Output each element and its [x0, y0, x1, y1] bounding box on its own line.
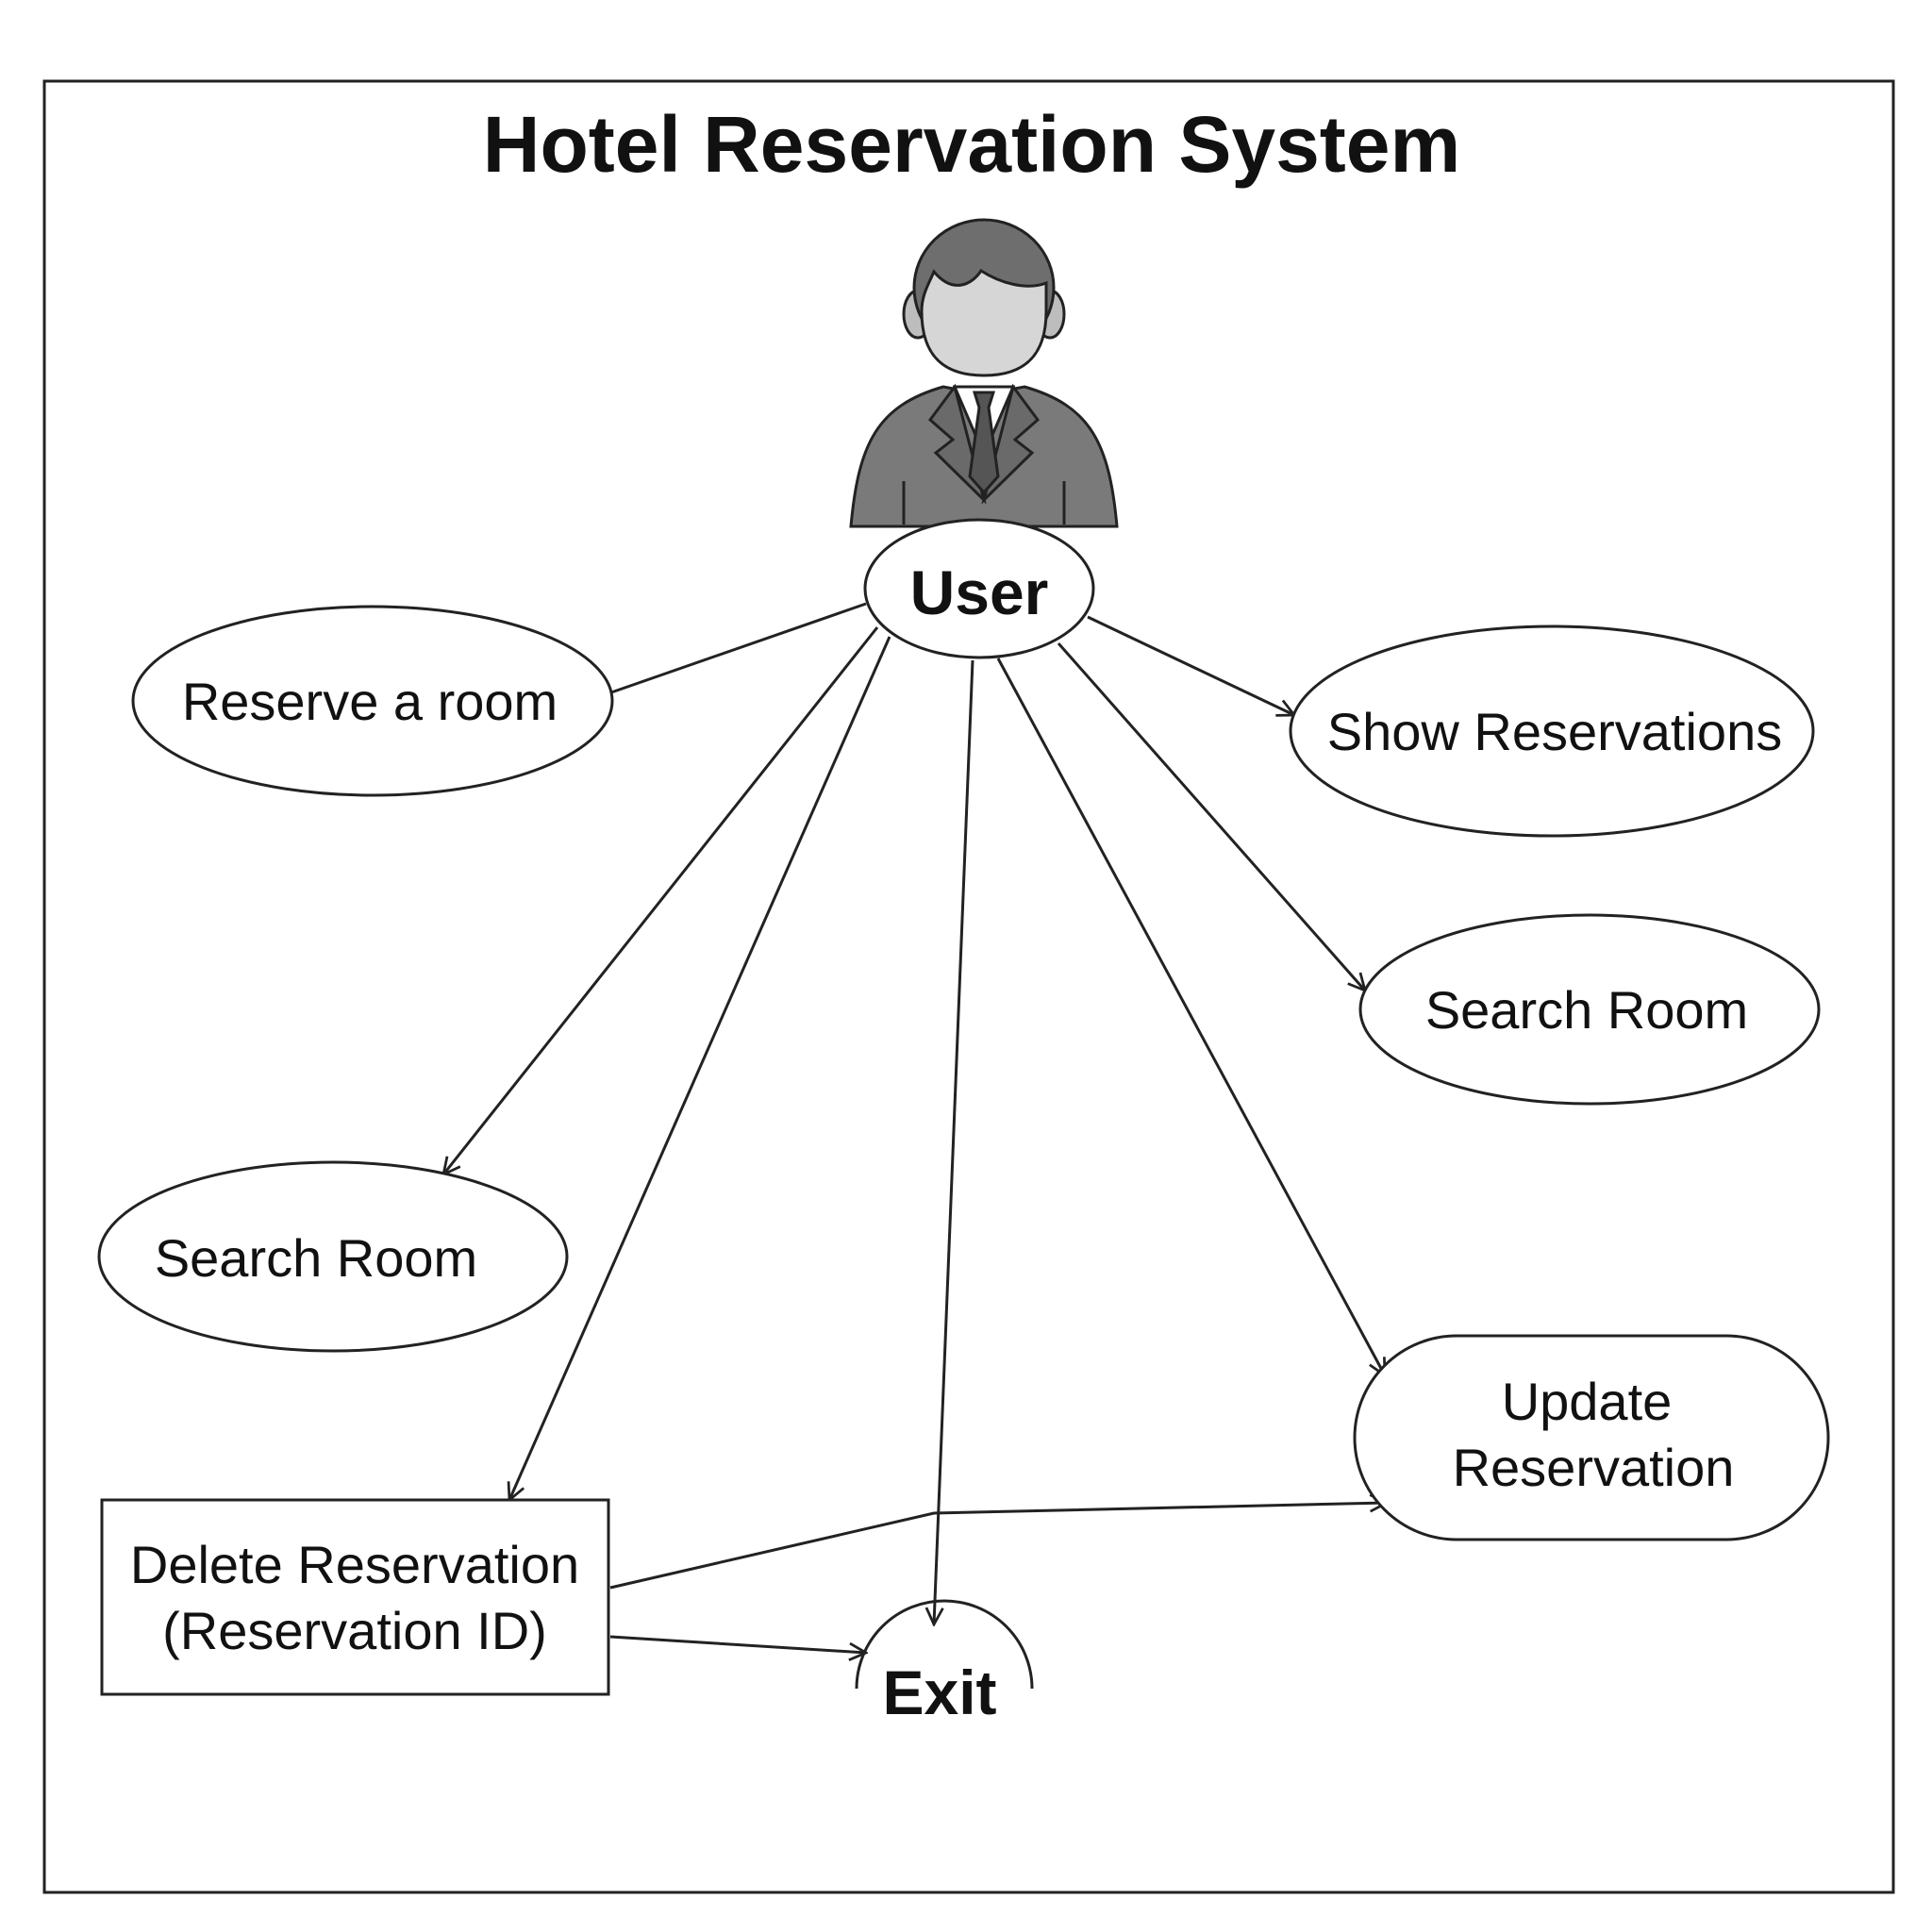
- edge-user-search-room-left: [443, 626, 879, 1174]
- use-case-label: Reserve a room: [182, 672, 558, 731]
- use-case-delete-reservation[interactable]: Delete Reservation (Reservation ID): [100, 1498, 610, 1696]
- edge-delete-to-update: [609, 1503, 1387, 1590]
- exit-node[interactable]: Exit: [855, 1599, 1034, 1727]
- actor-user[interactable]: User: [849, 218, 1119, 659]
- use-case-label: Search Room: [155, 1228, 477, 1288]
- edge-user-update-reservation: [996, 658, 1385, 1375]
- edge-delete-to-exit: [609, 1635, 866, 1653]
- edge-user-exit: [934, 659, 974, 1624]
- businessman-icon: [849, 218, 1119, 528]
- edge-user-show-reservations: [1087, 615, 1294, 715]
- use-case-label: Show Reservations: [1327, 702, 1782, 761]
- use-case-label-line1: Update: [1502, 1372, 1673, 1431]
- exit-arc: [855, 1599, 1034, 1690]
- use-case-label-line1: Delete Reservation: [130, 1535, 579, 1594]
- use-case-update-reservation[interactable]: Update Reservation: [1353, 1334, 1830, 1541]
- exit-label: Exit: [882, 1657, 996, 1727]
- use-case-search-room-right[interactable]: Search Room: [1358, 913, 1821, 1106]
- edge-user-search-room-right: [1057, 642, 1365, 991]
- edge-user-delete-reservation: [509, 636, 891, 1500]
- use-case-label-line2: Reservation: [1453, 1438, 1735, 1497]
- edges: [443, 602, 1387, 1653]
- edge-user-reserve: [610, 602, 867, 694]
- diagram-title: Hotel Reservation System: [483, 100, 1460, 189]
- use-case-show-reservations[interactable]: Show Reservations: [1289, 625, 1815, 838]
- actor-label-ellipse: [863, 518, 1095, 659]
- use-case-label-line2: (Reservation ID): [162, 1601, 547, 1660]
- use-case-reserve-room[interactable]: Reserve a room: [131, 605, 614, 797]
- use-case-label: Search Room: [1425, 980, 1748, 1040]
- use-case-search-room-left[interactable]: Search Room: [97, 1160, 569, 1353]
- actor-label: User: [910, 558, 1049, 627]
